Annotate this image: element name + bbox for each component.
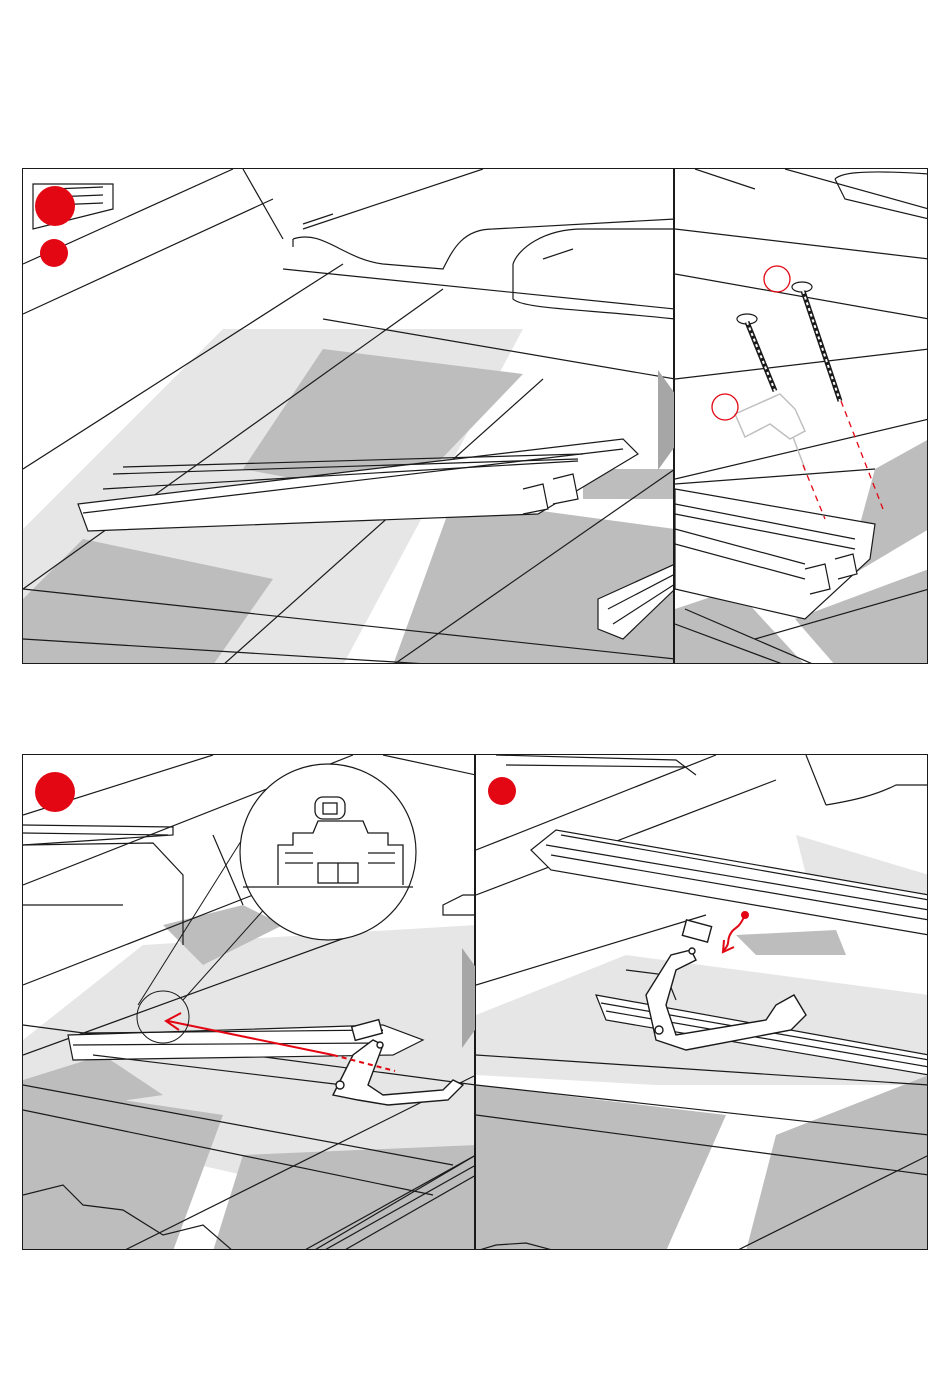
roof-illustration-3 [476, 755, 928, 1250]
step-marker-large [35, 772, 75, 812]
step-marker-small [488, 777, 516, 805]
panel-step-1b [674, 168, 928, 664]
step-marker-large [35, 186, 75, 226]
screw-icon [737, 282, 840, 401]
panel-step-2b [475, 754, 928, 1250]
panel-step-2 [22, 754, 475, 1250]
panel-step-1 [22, 168, 674, 664]
step-marker-small [40, 239, 68, 267]
drill-icon [735, 394, 805, 469]
roof-illustration-2 [23, 755, 475, 1250]
roof-illustration-1 [23, 169, 674, 664]
screw-illustration [675, 169, 928, 664]
